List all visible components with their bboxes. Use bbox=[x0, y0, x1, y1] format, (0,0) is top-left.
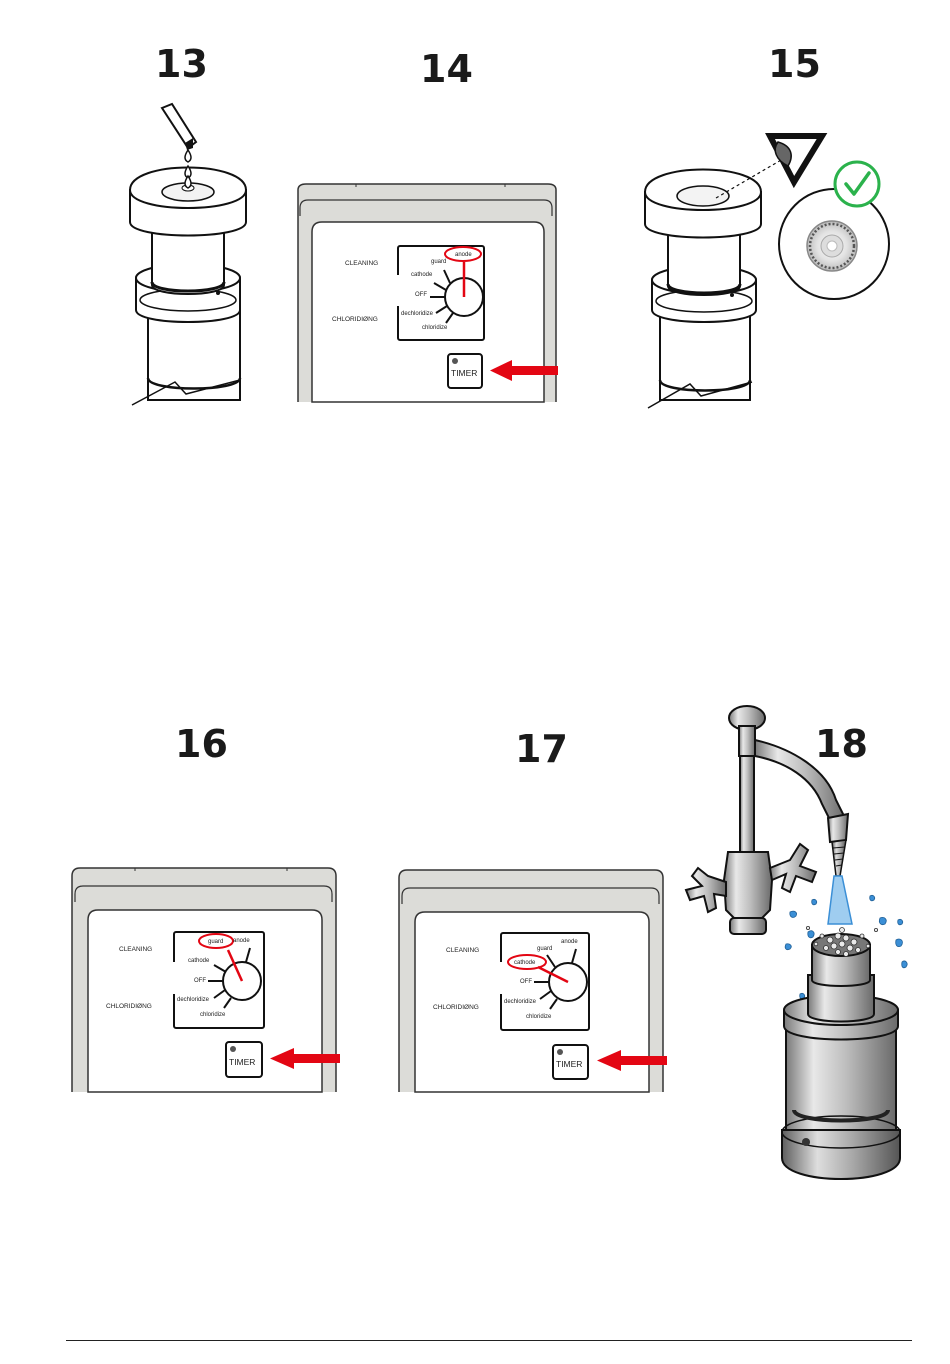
eye-icon bbox=[770, 136, 822, 182]
label-chloriding: CHLORIDIØNG bbox=[433, 1004, 479, 1011]
timer-label: TIMER bbox=[229, 1057, 255, 1067]
timer-button[interactable]: TIMER bbox=[226, 1042, 262, 1077]
step-15-figure bbox=[645, 136, 889, 408]
pos-chloridize: chloridize bbox=[422, 325, 448, 331]
pos-cathode: cathode bbox=[411, 272, 433, 278]
faucet-icon bbox=[686, 706, 848, 934]
pos-chloridize: chloridize bbox=[200, 1012, 226, 1018]
step-14-control-panel: CLEANING CHLORIDIØNG anode guard cathode… bbox=[298, 184, 558, 402]
pos-off: OFF bbox=[520, 979, 532, 985]
pos-anode: anode bbox=[561, 939, 578, 945]
pos-cathode: cathode bbox=[188, 958, 210, 964]
timer-button[interactable]: TIMER bbox=[448, 354, 482, 388]
label-cleaning: CLEANING bbox=[119, 946, 152, 953]
pos-dechloridize: dechloridize bbox=[177, 997, 210, 1003]
pos-dechloridize: dechloridize bbox=[504, 999, 537, 1005]
pos-anode: anode bbox=[455, 252, 472, 258]
check-icon bbox=[835, 162, 879, 206]
pos-anode: anode bbox=[233, 938, 250, 944]
pos-off: OFF bbox=[194, 978, 206, 984]
step-18-figure bbox=[686, 706, 907, 1179]
timer-label: TIMER bbox=[451, 368, 477, 378]
dropper-icon bbox=[162, 104, 196, 150]
timer-label: TIMER bbox=[556, 1059, 582, 1069]
pos-dechloridize: dechloridize bbox=[401, 311, 434, 317]
footer-divider bbox=[66, 1340, 912, 1341]
timer-button[interactable]: TIMER bbox=[553, 1045, 588, 1079]
pos-chloridize: chloridize bbox=[526, 1014, 552, 1020]
pos-guard: guard bbox=[537, 946, 552, 952]
label-cleaning: CLEANING bbox=[345, 260, 378, 267]
pos-cathode: cathode bbox=[514, 960, 536, 966]
label-cleaning: CLEANING bbox=[446, 947, 479, 954]
step-13-figure bbox=[130, 104, 246, 405]
step-17-control-panel: CLEANING CHLORIDIØNG anode guard cathode… bbox=[399, 870, 667, 1092]
label-chloriding: CHLORIDIØNG bbox=[106, 1003, 152, 1010]
pos-guard: guard bbox=[431, 259, 446, 265]
pos-off: OFF bbox=[415, 292, 427, 298]
label-chloriding: CHLORIDIØNG bbox=[332, 316, 378, 323]
pos-guard: guard bbox=[208, 939, 223, 945]
step-16-control-panel: CLEANING CHLORIDIØNG anode guard cathode… bbox=[72, 868, 340, 1092]
